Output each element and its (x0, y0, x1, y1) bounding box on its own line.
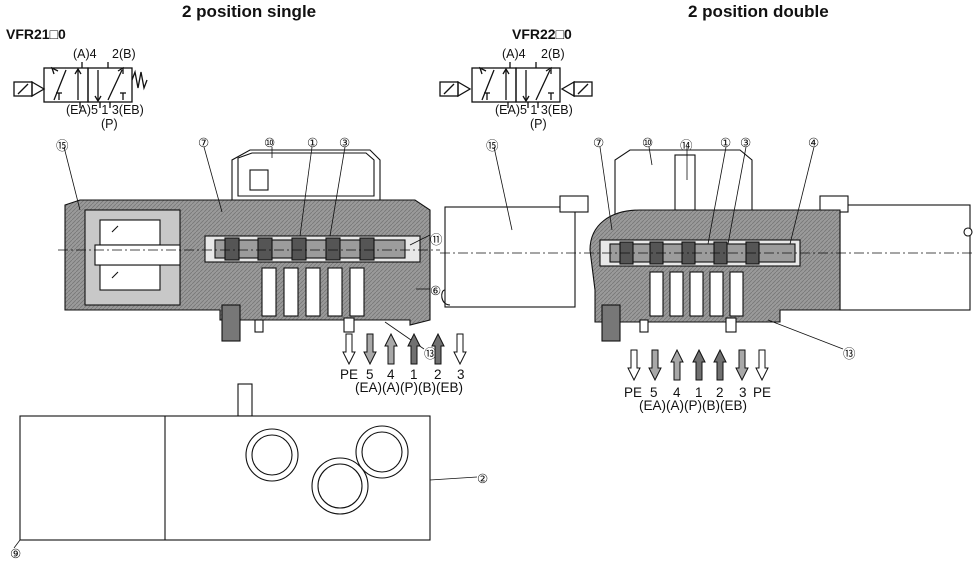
left-side-view (13, 383, 431, 549)
left-arrow-2 (431, 332, 445, 365)
right-port-4: 4 (673, 385, 681, 400)
left-title: 2 position single (182, 2, 317, 21)
left-callout-3: ③ (339, 136, 351, 150)
left-symbol-label-a: (A)4 (73, 47, 97, 61)
right-arrow-3 (735, 349, 749, 382)
left-arrow-pe (342, 333, 356, 366)
right-valve-symbol (439, 62, 593, 108)
right-symbol-label-b: 2(B) (541, 47, 565, 61)
left-callout-13: ⑬ (424, 347, 437, 361)
right-callout-1: ① (720, 136, 732, 150)
right-arrow-2 (713, 348, 727, 381)
left-port-5: 5 (366, 367, 374, 382)
left-arrow-5 (363, 333, 377, 366)
left-callout-7: ⑦ (198, 136, 210, 150)
right-callout-4: ④ (808, 136, 820, 150)
left-arrow-1 (407, 332, 421, 365)
right-port-bottom-labels: (EA)(A)(P)(B)(EB) (639, 398, 747, 413)
left-port-pe: PE (340, 367, 359, 382)
left-arrow-4 (384, 332, 398, 365)
left-port-2: 2 (434, 367, 442, 382)
right-callout-3: ③ (740, 136, 752, 150)
right-arrow-1 (692, 348, 706, 381)
right-port-2: 2 (716, 385, 724, 400)
right-arrow-4 (670, 348, 684, 381)
right-arrow-pe-left (627, 349, 641, 382)
left-callout-6: ⑥ (430, 284, 442, 298)
left-leader-lines (63, 146, 478, 481)
left-callout-11: ⑪ (430, 233, 443, 247)
left-port-bottom-labels: (EA)(A)(P)(B)(EB) (355, 380, 463, 395)
right-port-1: 1 (695, 385, 703, 400)
right-cross-section (440, 149, 975, 342)
left-callout-10: ⑩ (264, 136, 276, 150)
left-port-1: 1 (410, 367, 418, 382)
left-port-4: 4 (387, 367, 395, 382)
left-callout-15: ⑮ (56, 139, 69, 153)
left-port-3: 3 (457, 367, 465, 382)
left-symbol-label-p: (P) (101, 117, 118, 131)
left-symbol-label-bottom: (EA)5 1 3(EB) (66, 103, 144, 117)
right-symbol-label-p: (P) (530, 117, 547, 131)
right-model: VFR22□0 (512, 26, 572, 42)
right-arrow-5 (648, 349, 662, 382)
right-title: 2 position double (688, 2, 829, 21)
right-arrow-pe-right (755, 349, 769, 382)
left-cross-section (58, 149, 440, 342)
right-callout-7: ⑦ (593, 136, 605, 150)
left-callout-9: ⑨ (10, 547, 22, 561)
right-callout-10: ⑩ (642, 136, 654, 150)
left-callout-2: ② (477, 472, 489, 486)
right-port-pe-right: PE (753, 385, 772, 400)
right-symbol-label-bottom: (EA)5 1 3(EB) (495, 103, 573, 117)
right-callout-13: ⑬ (843, 347, 856, 361)
left-callout-1: ① (307, 136, 319, 150)
right-port-pe-left: PE (624, 385, 643, 400)
right-callout-15: ⑮ (486, 139, 499, 153)
left-symbol-label-b: 2(B) (112, 47, 136, 61)
left-model: VFR21□0 (6, 26, 66, 42)
left-valve-symbol (13, 62, 148, 108)
right-symbol-label-a: (A)4 (502, 47, 526, 61)
right-port-5: 5 (650, 385, 658, 400)
right-port-3: 3 (739, 385, 747, 400)
left-arrow-3 (453, 333, 467, 366)
right-leader-lines (493, 146, 844, 350)
